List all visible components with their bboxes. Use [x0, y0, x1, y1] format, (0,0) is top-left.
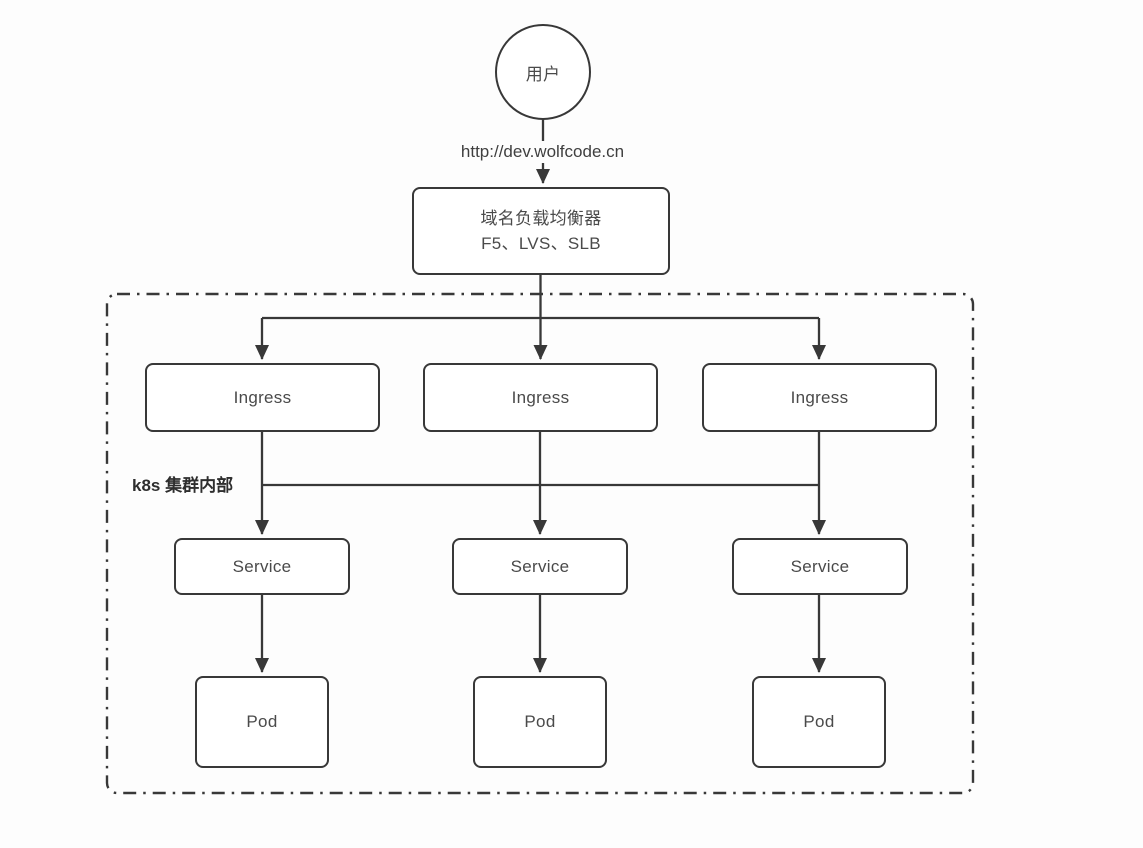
service-node-3: Service	[732, 538, 908, 595]
pod-node-label: Pod	[803, 712, 835, 731]
service-node-2: Service	[452, 538, 628, 595]
load-balancer-products: F5、LVS、SLB	[481, 234, 601, 253]
pod-node-label: Pod	[524, 712, 556, 731]
pod-node-2: Pod	[473, 676, 607, 768]
load-balancer-title: 域名负载均衡器	[480, 209, 602, 228]
ingress-node-label: Ingress	[233, 387, 292, 407]
user-node-label: 用户	[525, 64, 561, 84]
user-node: 用户	[495, 24, 591, 120]
service-node-1: Service	[174, 538, 350, 595]
pod-node-3: Pod	[752, 676, 886, 768]
cluster-label: k8s 集群内部	[129, 470, 237, 497]
load-balancer-node: 域名负载均衡器 F5、LVS、SLB	[412, 187, 670, 275]
service-node-label: Service	[232, 556, 292, 576]
service-node-label: Service	[510, 556, 570, 576]
request-url-label: http://dev.wolfcode.cn	[440, 141, 645, 163]
pod-node-1: Pod	[195, 676, 329, 768]
ingress-node-2: Ingress	[423, 363, 658, 432]
pod-node-label: Pod	[246, 712, 278, 731]
ingress-node-3: Ingress	[702, 363, 937, 432]
service-node-label: Service	[790, 556, 850, 576]
ingress-node-1: Ingress	[145, 363, 380, 432]
ingress-node-label: Ingress	[511, 387, 570, 407]
ingress-node-label: Ingress	[790, 387, 849, 407]
